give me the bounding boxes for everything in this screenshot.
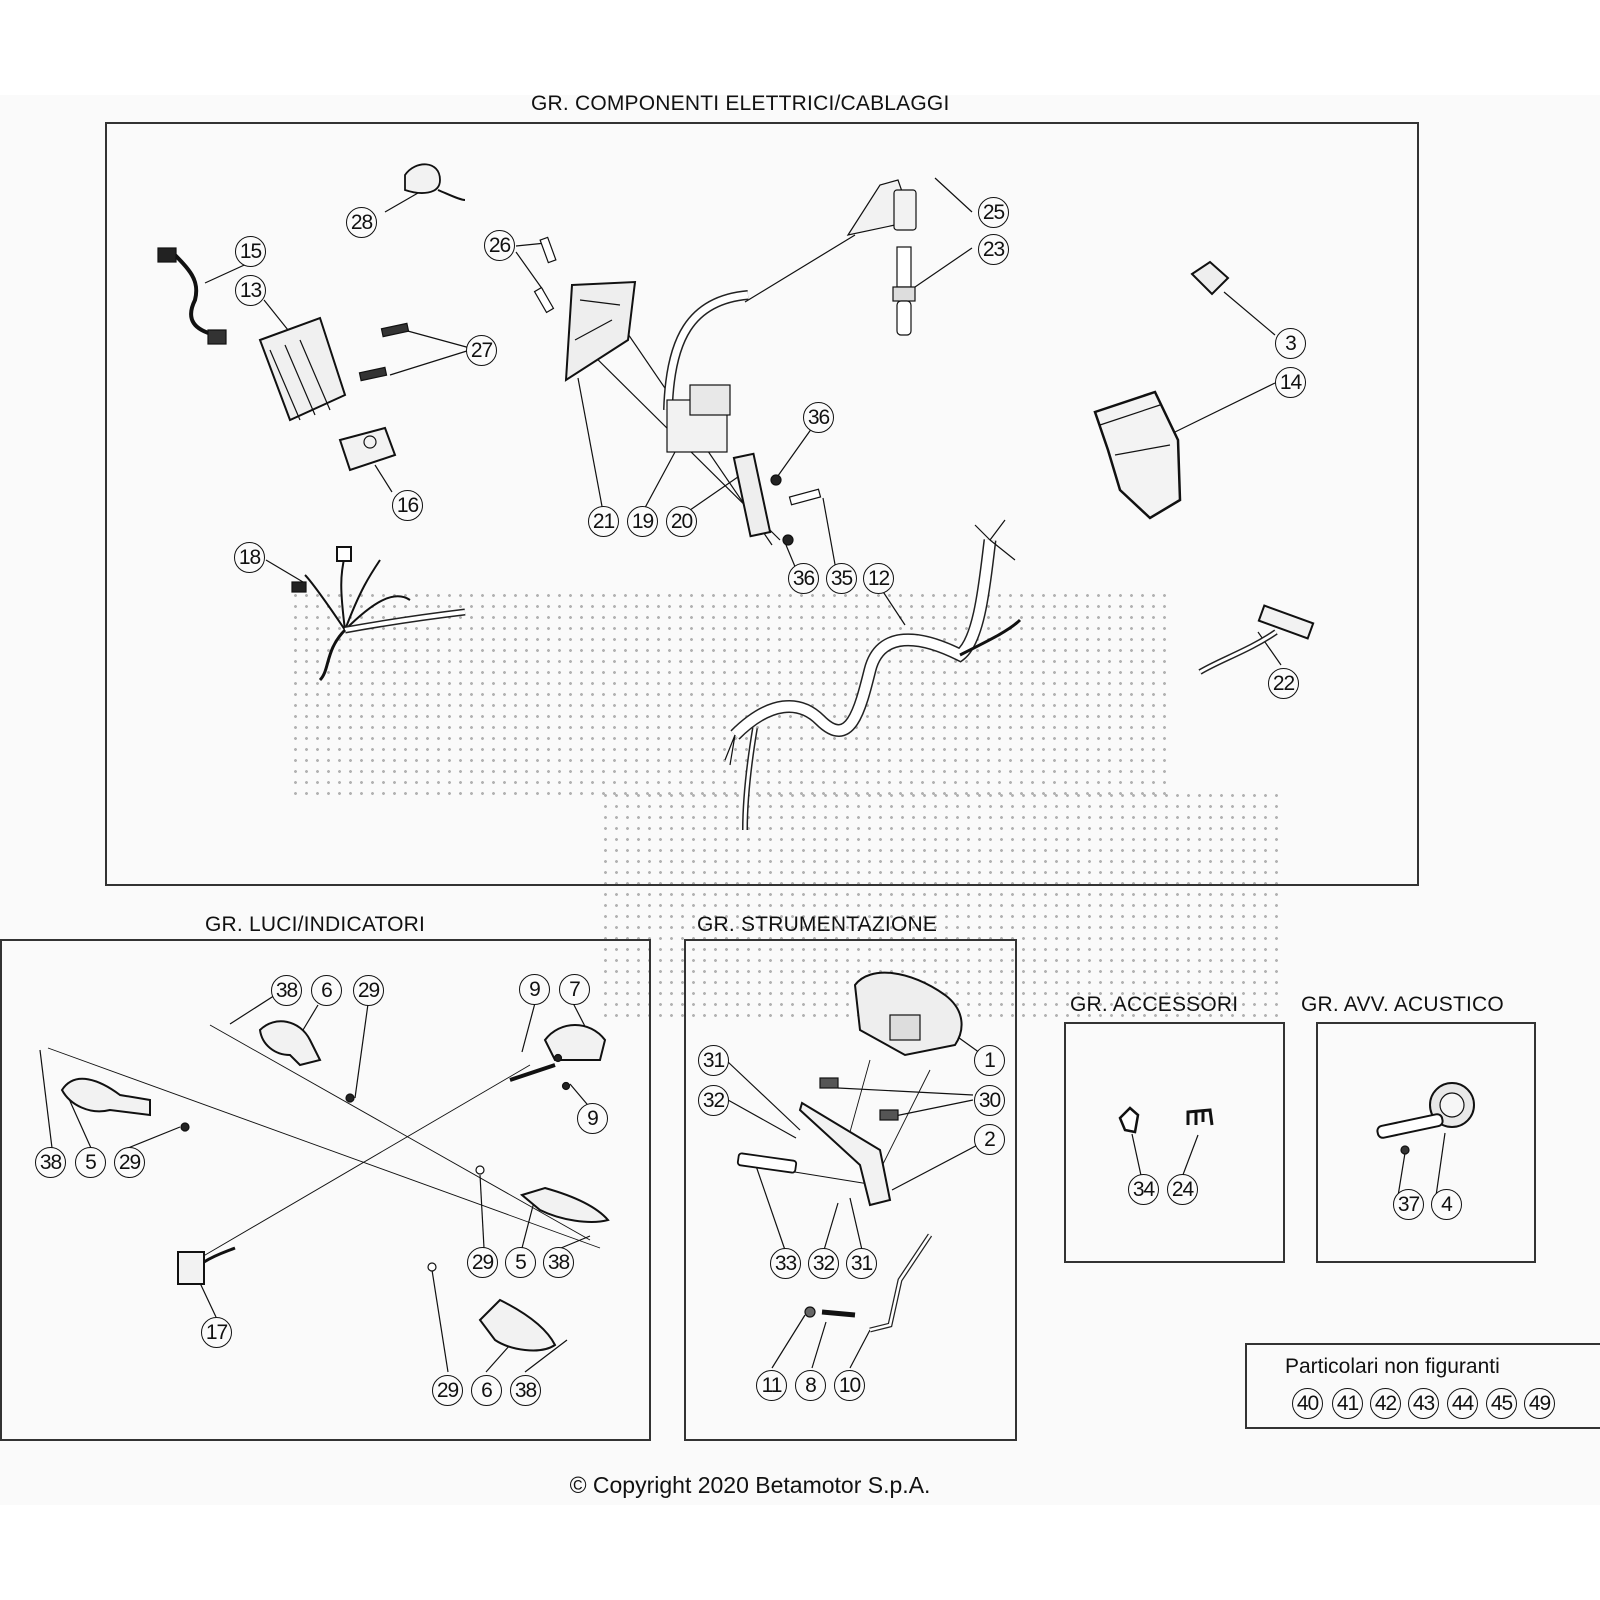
callout-49[interactable]: 49 — [1524, 1388, 1555, 1419]
panel-instruments — [684, 939, 1017, 1441]
callout-19[interactable]: 19 — [627, 506, 658, 537]
callout-4[interactable]: 4 — [1431, 1189, 1462, 1220]
callout-18[interactable]: 18 — [234, 542, 265, 573]
callout-29[interactable]: 29 — [467, 1247, 498, 1278]
not-shown-label: Particolari non figuranti — [1285, 1355, 1500, 1378]
callout-23[interactable]: 23 — [978, 234, 1009, 265]
callout-29[interactable]: 29 — [432, 1375, 463, 1406]
callout-28[interactable]: 28 — [346, 207, 377, 238]
group-title-instruments: GR. STRUMENTAZIONE — [697, 913, 938, 936]
callout-1[interactable]: 1 — [974, 1045, 1005, 1076]
callout-36-bottom[interactable]: 36 — [788, 563, 819, 594]
callout-9-bottom[interactable]: 9 — [577, 1103, 608, 1134]
callout-24[interactable]: 24 — [1167, 1174, 1198, 1205]
group-title-horn: GR. AVV. ACUSTICO — [1301, 993, 1504, 1016]
callout-38[interactable]: 38 — [543, 1247, 574, 1278]
callout-22[interactable]: 22 — [1268, 668, 1299, 699]
callout-9-top[interactable]: 9 — [519, 974, 550, 1005]
callout-32-top[interactable]: 32 — [698, 1085, 729, 1116]
callout-21[interactable]: 21 — [588, 506, 619, 537]
callout-43[interactable]: 43 — [1408, 1388, 1439, 1419]
group-title-accessories: GR. ACCESSORI — [1070, 993, 1239, 1016]
callout-38[interactable]: 38 — [35, 1147, 66, 1178]
group-title-lights: GR. LUCI/INDICATORI — [205, 913, 426, 936]
callout-40[interactable]: 40 — [1292, 1388, 1323, 1419]
callout-37[interactable]: 37 — [1393, 1189, 1424, 1220]
group-title-electrical: GR. COMPONENTI ELETTRICI/CABLAGGI — [531, 92, 950, 115]
callout-5[interactable]: 5 — [505, 1247, 536, 1278]
panel-horn — [1316, 1022, 1536, 1263]
callout-38[interactable]: 38 — [271, 975, 302, 1006]
callout-35[interactable]: 35 — [826, 563, 857, 594]
callout-20[interactable]: 20 — [666, 506, 697, 537]
callout-7[interactable]: 7 — [559, 974, 590, 1005]
panel-electrical — [105, 122, 1419, 886]
callout-14[interactable]: 14 — [1275, 367, 1306, 398]
callout-3[interactable]: 3 — [1275, 328, 1306, 359]
callout-2[interactable]: 2 — [974, 1124, 1005, 1155]
callout-29[interactable]: 29 — [353, 975, 384, 1006]
panel-lights — [0, 939, 651, 1441]
callout-36-top[interactable]: 36 — [803, 402, 834, 433]
callout-15[interactable]: 15 — [235, 236, 266, 267]
callout-16[interactable]: 16 — [392, 490, 423, 521]
callout-38[interactable]: 38 — [510, 1375, 541, 1406]
callout-25[interactable]: 25 — [978, 197, 1009, 228]
callout-8[interactable]: 8 — [795, 1370, 826, 1401]
copyright-text: © Copyright 2020 Betamotor S.p.A. — [569, 1472, 931, 1498]
callout-6[interactable]: 6 — [311, 975, 342, 1006]
callout-41[interactable]: 41 — [1332, 1388, 1363, 1419]
callout-10[interactable]: 10 — [834, 1370, 865, 1401]
callout-26[interactable]: 26 — [484, 230, 515, 261]
callout-11[interactable]: 11 — [756, 1370, 787, 1401]
callout-29[interactable]: 29 — [114, 1147, 145, 1178]
callout-6[interactable]: 6 — [471, 1375, 502, 1406]
callout-42[interactable]: 42 — [1370, 1388, 1401, 1419]
callout-33[interactable]: 33 — [770, 1248, 801, 1279]
callout-34[interactable]: 34 — [1128, 1174, 1159, 1205]
callout-45[interactable]: 45 — [1486, 1388, 1517, 1419]
callout-32-bottom[interactable]: 32 — [808, 1248, 839, 1279]
callout-13[interactable]: 13 — [235, 275, 266, 306]
callout-5[interactable]: 5 — [75, 1147, 106, 1178]
panel-accessories — [1064, 1022, 1285, 1263]
callout-17[interactable]: 17 — [201, 1317, 232, 1348]
callout-27[interactable]: 27 — [466, 335, 497, 366]
callout-31-bottom[interactable]: 31 — [846, 1248, 877, 1279]
callout-12[interactable]: 12 — [863, 563, 894, 594]
panel-not-shown — [1245, 1343, 1600, 1429]
callout-44[interactable]: 44 — [1447, 1388, 1478, 1419]
callout-30[interactable]: 30 — [974, 1085, 1005, 1116]
callout-31-top[interactable]: 31 — [698, 1045, 729, 1076]
